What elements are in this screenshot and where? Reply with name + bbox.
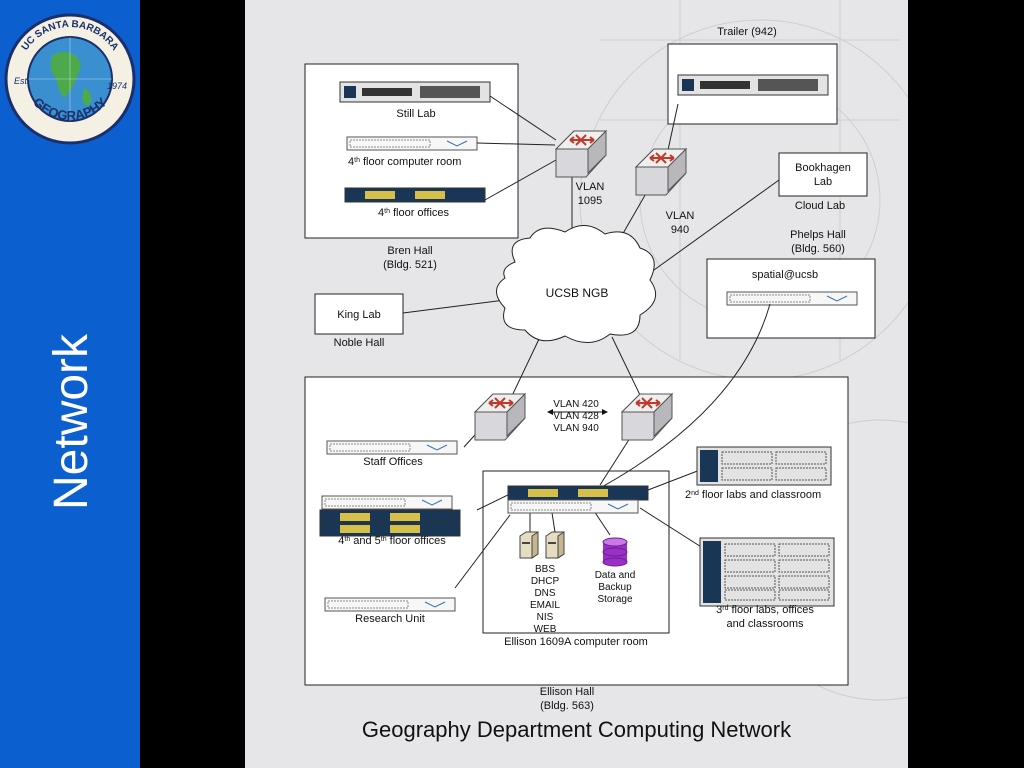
ellison-hall-bldg: (Bldg. 563) [540, 700, 594, 712]
logo-year: 1974 [107, 81, 127, 91]
diagram-caption: Geography Department Computing Network [361, 717, 792, 742]
ellison-room-label: Ellison 1609A computer room [504, 636, 648, 648]
phelps-hall-label: Phelps Hall [790, 229, 846, 241]
research-unit-label: Research Unit [355, 613, 425, 625]
service-item: WEB [534, 624, 557, 635]
staff-offices-switch [326, 440, 458, 455]
vlan-1095-label: VLAN [576, 181, 605, 193]
bren-hall-bldg: (Bldg. 521) [383, 259, 437, 271]
core-switch-top [507, 485, 649, 501]
bren-hall-label: Bren Hall [387, 245, 432, 257]
vlan-940-label: VLAN [666, 210, 695, 222]
storage-label-3: Storage [597, 594, 632, 605]
spatial-switch [726, 291, 858, 306]
service-item: DNS [534, 588, 555, 599]
service-item: DHCP [531, 576, 560, 587]
storage-icon [602, 537, 628, 567]
server-icon-2 [545, 531, 565, 559]
ellison-hall-label: Ellison Hall [540, 686, 594, 698]
spatial-label: spatial@ucsb [752, 269, 818, 281]
sidebar-band: UC SANTA BARBARA GEOGRAPHY Est. 1974 Net… [0, 0, 140, 768]
floor4-computer-room-switch [346, 136, 478, 151]
floor4-offices-switch [344, 187, 486, 203]
service-item: EMAIL [530, 600, 560, 611]
vlan-940-ellison-label: VLAN 940 [553, 423, 599, 434]
trailer-switch [677, 74, 829, 96]
vlan-940-number: 940 [671, 224, 689, 236]
floor2-switch-chassis [696, 446, 832, 486]
still-lab-label: Still Lab [396, 108, 435, 120]
floor3-switch-chassis [699, 537, 835, 607]
ucsb-geography-logo: UC SANTA BARBARA GEOGRAPHY Est. 1974 [4, 13, 136, 145]
cloud-lab-label: Cloud Lab [795, 200, 845, 212]
king-lab-label: King Lab [337, 309, 380, 321]
core-switch-bottom [507, 499, 639, 514]
vlan-1095-number: 1095 [578, 195, 602, 207]
research-unit-switch [324, 597, 456, 612]
vlan-428-label: VLAN 428 [553, 411, 599, 422]
service-item: BBS [535, 564, 555, 575]
storage-label-2: Backup [598, 582, 632, 593]
logo-est: Est. [14, 76, 30, 86]
server-icon-1 [519, 531, 539, 559]
vlan-420-label: VLAN 420 [553, 399, 599, 410]
router-bren [555, 130, 607, 178]
router-trailer [635, 148, 687, 196]
floor45-switch-top [321, 495, 453, 510]
service-item: NIS [537, 612, 554, 623]
services-list: BBS DHCP DNS EMAIL NIS WEB [530, 564, 560, 635]
king-lab-box [314, 293, 404, 335]
staff-offices-label: Staff Offices [363, 456, 423, 468]
storage-label-1: Data and [595, 570, 636, 581]
bookhagen-lab-box [778, 152, 868, 197]
floor45-switch-bottom [319, 521, 461, 537]
ucsb-ngb-cloud [496, 225, 657, 343]
connection-lines [402, 95, 780, 589]
ucsb-ngb-label: UCSB NGB [546, 286, 609, 300]
side-title: Network [45, 333, 98, 510]
noble-hall-label: Noble Hall [334, 337, 385, 349]
bookhagen-label: Bookhagen [795, 162, 851, 174]
trailer-label: Trailer (942) [717, 26, 777, 38]
bookhagen-lab-label: Lab [814, 176, 832, 188]
floor3-classrooms-label: and classrooms [726, 618, 804, 630]
still-lab-switch [339, 81, 491, 103]
phelps-hall-bldg: (Bldg. 560) [791, 243, 845, 255]
